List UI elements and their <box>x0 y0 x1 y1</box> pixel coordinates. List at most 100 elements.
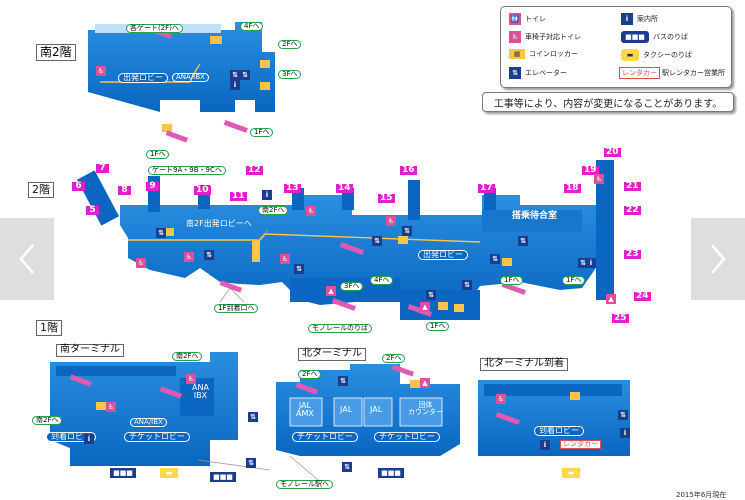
taxi-icon: ▬ <box>562 468 580 478</box>
1f-north-to2f-b-label: 2Fへ <box>382 354 406 364</box>
1f-north-ticket-lobby-b-label: チケットロビー <box>374 432 440 443</box>
accessible-toilet-icon: ♿ <box>106 402 116 412</box>
prev-button[interactable] <box>0 218 54 300</box>
toilet-icon: ▲ <box>420 302 430 312</box>
1f-jal-counter-2: JAL <box>370 405 383 414</box>
1f-north-terminal-title: 北ターミナル <box>298 348 366 361</box>
locker-markers <box>96 36 580 410</box>
1f-ana-ibx-small-label: ANA/IBX <box>130 418 167 428</box>
elevator-icon: ⇅ <box>240 70 250 80</box>
south-2f-lobby-label: 出発ロビー <box>118 73 168 84</box>
1f-south-to2f-a-label: 南2Fへ <box>172 352 203 362</box>
toilet-icon: ▲ <box>420 378 430 388</box>
gate-14-marker: 14 <box>336 183 353 194</box>
notice-box: 工事等により、内容が変更になることがあります。 <box>482 92 734 112</box>
bus-icon: ■■■ <box>621 31 649 43</box>
info-icon: i <box>620 428 630 438</box>
accessible-toilet-icon: ♿ <box>496 394 506 404</box>
2f-to3f-label: 3Fへ <box>340 282 364 292</box>
bus-icon: ■■■ <box>110 468 136 478</box>
toilet-icon: ▲ <box>606 294 616 304</box>
elevator-icon: ⇅ <box>426 290 436 300</box>
chevron-left-icon <box>19 244 34 274</box>
legend-locker-label: コインロッカー <box>529 50 578 58</box>
1f-ana-ibx-counter: ANA IBX <box>192 383 209 401</box>
gate-21-marker: 21 <box>624 181 641 192</box>
gate-5-marker: 5 <box>86 205 99 216</box>
legend-rental-badge: レンタカー <box>619 67 660 79</box>
accessible-toilet-icon: ♿ <box>280 254 290 264</box>
1f-north-ticket-lobby-a-label: チケットロビー <box>292 432 358 443</box>
south-2f-up4-label: 4Fへ <box>240 22 264 32</box>
south-2f-up3-label: 3Fへ <box>278 70 302 80</box>
elevator-icon: ⇅ <box>402 226 412 236</box>
accessible-toilet-icon: ♿ <box>186 374 196 384</box>
info-icon: i <box>230 80 240 90</box>
taxi-icon: ▬ <box>160 468 178 478</box>
legend-toilet-label: トイレ <box>525 15 546 23</box>
2f-title: 2階 <box>28 182 54 198</box>
legend-locker: ▦ コインロッカー <box>509 49 578 59</box>
accessible-toilet-icon: ♿ <box>136 258 146 268</box>
1f-north-arrival-floor-plan <box>478 380 630 456</box>
elevator-icon: ⇅ <box>246 458 256 468</box>
elevator-icon: ⇅ <box>248 412 258 422</box>
legend-accessible-toilet: ♿ 車椅子対応トイレ <box>509 31 581 43</box>
bus-icon: ■■■ <box>378 468 404 478</box>
map-legend: 🚻 トイレ i 案内所 ♿ 車椅子対応トイレ ■■■ バスのりば ▦ コインロッ… <box>500 6 732 88</box>
info-icon: i <box>586 258 596 268</box>
1f-north-arrival-title: 北ターミナル到着 <box>480 358 568 371</box>
south-2f-down1-b-label: 1Fへ <box>146 150 170 160</box>
2f-monorail-label: モノレールのりば <box>308 324 372 334</box>
toilet-icon: 🚻 <box>509 13 521 25</box>
2f-gate-9-label: ゲート9A・9B・9Cへ <box>148 166 226 176</box>
info-icon: i <box>540 440 550 450</box>
gate-24-marker: 24 <box>634 291 651 302</box>
gate-9-marker: 9 <box>146 181 159 192</box>
info-icon: i <box>621 13 633 25</box>
bus-icon: ■■■ <box>210 472 236 482</box>
gate-6-marker: 6 <box>72 181 85 192</box>
2f-to1f-b-label: 1Fへ <box>562 276 586 286</box>
legend-elevator: ⇅ エレベーター <box>509 67 567 79</box>
1f-north-to2f-a-label: 2Fへ <box>298 370 322 380</box>
elevator-icon: ⇅ <box>490 254 500 264</box>
1f-south-ticket-lobby-label: チケットロビー <box>124 432 190 443</box>
2f-depart-lobby-label: 出発ロビー <box>418 250 468 261</box>
legend-toilet: 🚻 トイレ <box>509 13 546 25</box>
1f-south-to2f-b-label: 南2Fへ <box>32 416 63 426</box>
info-icon: i <box>84 434 94 444</box>
next-button[interactable] <box>691 218 745 300</box>
elevator-icon: ⇅ <box>618 410 628 420</box>
south-2f-airline-label: ANA/IBX <box>172 73 209 83</box>
1f-north-arrival-lobby-label: 到着ロビー <box>534 426 584 437</box>
legend-taxi-label: タクシーのりば <box>643 51 692 59</box>
gate-19-marker: 19 <box>582 165 599 176</box>
gate-22-marker: 22 <box>624 205 641 216</box>
legend-rental-label: 駅レンタカー営業所 <box>662 69 725 77</box>
chevron-right-icon <box>711 244 726 274</box>
gate-7-marker: 7 <box>96 163 109 174</box>
2f-to-south2f-label: 南2Fへ <box>258 206 289 216</box>
elevator-icon: ⇅ <box>338 376 348 386</box>
1f-jal-counter-1: JAL <box>340 405 353 414</box>
taxi-icon: ▬ <box>621 49 639 61</box>
legend-taxi: ▬ タクシーのりば <box>621 49 692 61</box>
south-2f-title: 南2階 <box>36 44 76 61</box>
gate-11-marker: 11 <box>230 191 247 202</box>
gate-25-marker: 25 <box>612 313 629 324</box>
south-2f-down1-a-label: 1Fへ <box>250 128 274 138</box>
accessible-toilet-icon: ♿ <box>184 252 194 262</box>
2f-south-lobby-label: 南2F出発ロビーへ <box>186 219 252 228</box>
gate-17-marker: 17 <box>478 183 495 194</box>
legend-info: i 案内所 <box>621 13 658 25</box>
elevator-icon: ⇅ <box>509 67 521 79</box>
legend-accessible-toilet-label: 車椅子対応トイレ <box>525 33 581 41</box>
locker-icon: ▦ <box>509 49 525 59</box>
elevator-icon: ⇅ <box>294 264 304 274</box>
1f-rental-car-label: レンタカー <box>560 440 601 450</box>
elevator-icon: ⇅ <box>342 462 352 472</box>
2f-floor-plan <box>76 160 614 320</box>
2f-to1f-c-label: 1Fへ <box>426 322 450 332</box>
legend-bus-label: バスのりば <box>653 33 688 41</box>
